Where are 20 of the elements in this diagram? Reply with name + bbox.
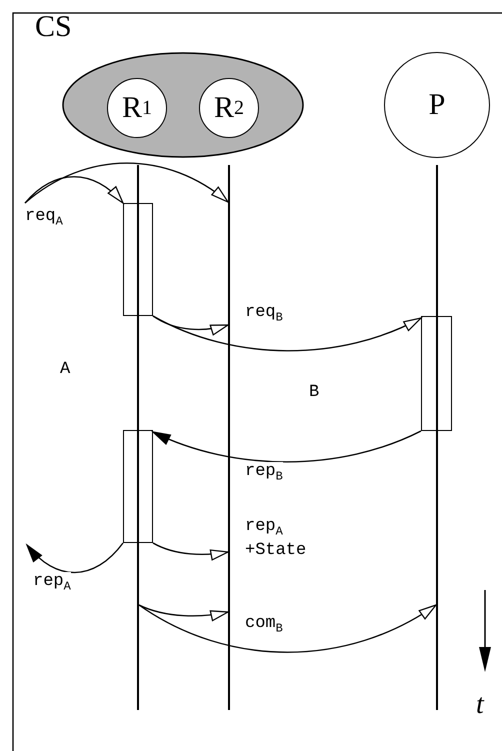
lifeline bbox=[228, 165, 230, 710]
message-arrow bbox=[24, 176, 124, 204]
lifeline bbox=[137, 165, 139, 710]
message-arrow bbox=[24, 162, 229, 204]
activation-bar bbox=[123, 430, 153, 543]
message-arrow bbox=[152, 430, 422, 462]
message-arrow bbox=[138, 604, 229, 621]
activation-bar bbox=[123, 203, 153, 316]
region-label: B bbox=[309, 383, 320, 403]
axis-label: t bbox=[476, 690, 484, 720]
activation-bar bbox=[421, 316, 452, 431]
message-arrow bbox=[26, 542, 124, 574]
message-arrow bbox=[152, 315, 422, 352]
message-arrow bbox=[152, 315, 229, 335]
message-arrow bbox=[152, 542, 229, 560]
message-arrow bbox=[138, 604, 437, 653]
region-label: A bbox=[60, 360, 70, 380]
lifeline bbox=[436, 165, 438, 710]
process-circle: P bbox=[384, 52, 490, 158]
group-title: CS bbox=[35, 10, 72, 44]
